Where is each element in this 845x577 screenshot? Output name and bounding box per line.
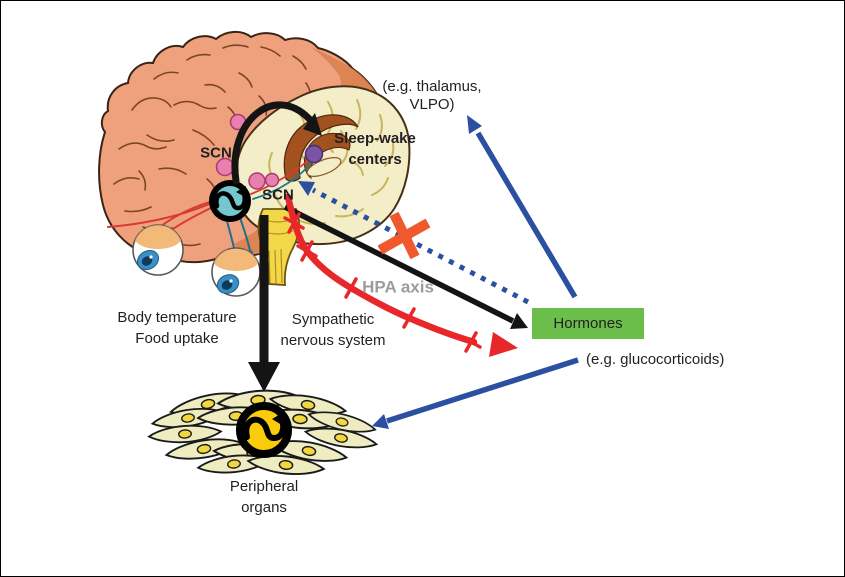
sympathetic-nervous-system-label: Sympathetic nervous system <box>280 309 385 351</box>
hpa-axis-arrow <box>283 204 528 329</box>
glucocorticoids-note: (e.g. glucocorticoids) <box>586 351 725 368</box>
eye-right-icon <box>211 247 261 297</box>
sympathetic-line2: nervous system <box>280 332 386 349</box>
scn-label-upper: SCN <box>200 144 232 162</box>
scn-to-periphery-arrow <box>248 215 280 392</box>
glucocorticoids-to-periphery-arrow <box>372 357 579 429</box>
thalamus-note-line1: (e.g. thalamus, <box>382 78 482 95</box>
food-uptake-line: Food uptake <box>135 330 219 347</box>
peripheral-organs-illustration <box>147 386 379 479</box>
peripheral-line2: organs <box>241 499 287 516</box>
brain-illustration <box>98 31 411 297</box>
hormones-label: Hormones <box>553 315 623 332</box>
brain-nuclei <box>215 113 324 190</box>
pineal-nucleus <box>304 144 324 164</box>
brain-capsule <box>306 157 342 177</box>
sympathetic-nerve-arrow <box>283 193 518 357</box>
body-outputs-label: Body temperature Food uptake <box>117 307 236 349</box>
peripheral-line1: Peripheral <box>229 478 299 495</box>
hormones-to-sleep-centers-arrow <box>467 115 578 299</box>
eye-left-icon <box>132 224 184 276</box>
scn-label-lower: SCN <box>262 186 294 204</box>
brain-corpus-callosum <box>283 114 359 182</box>
scn-clock-icon <box>209 180 251 222</box>
hormones-box: Hormones <box>532 308 644 339</box>
hpa-axis-label: HPA axis <box>362 277 434 297</box>
brain-deep-nucleus <box>303 132 351 180</box>
scn-to-sleep-centers-arrow <box>231 101 322 185</box>
sleep-wake-line1: Sleep-wake <box>334 130 416 147</box>
peripheral-organs-label: Peripheral organs <box>230 476 298 518</box>
hormone-feedback-blocked-arrow <box>298 181 530 305</box>
sleep-wake-centers-label: Sleep-wake centers <box>334 128 416 170</box>
sleep-wake-line2: centers <box>348 151 402 168</box>
body-temperature-line: Body temperature <box>117 309 237 326</box>
sympathetic-line1: Sympathetic <box>291 311 375 328</box>
thalamus-note-line2: VLPO) <box>409 96 455 113</box>
peripheral-clock-icon <box>236 402 292 458</box>
thalamus-vlpo-note: (e.g. thalamus, VLPO) <box>382 78 481 114</box>
blocked-cross-icon <box>377 211 431 260</box>
